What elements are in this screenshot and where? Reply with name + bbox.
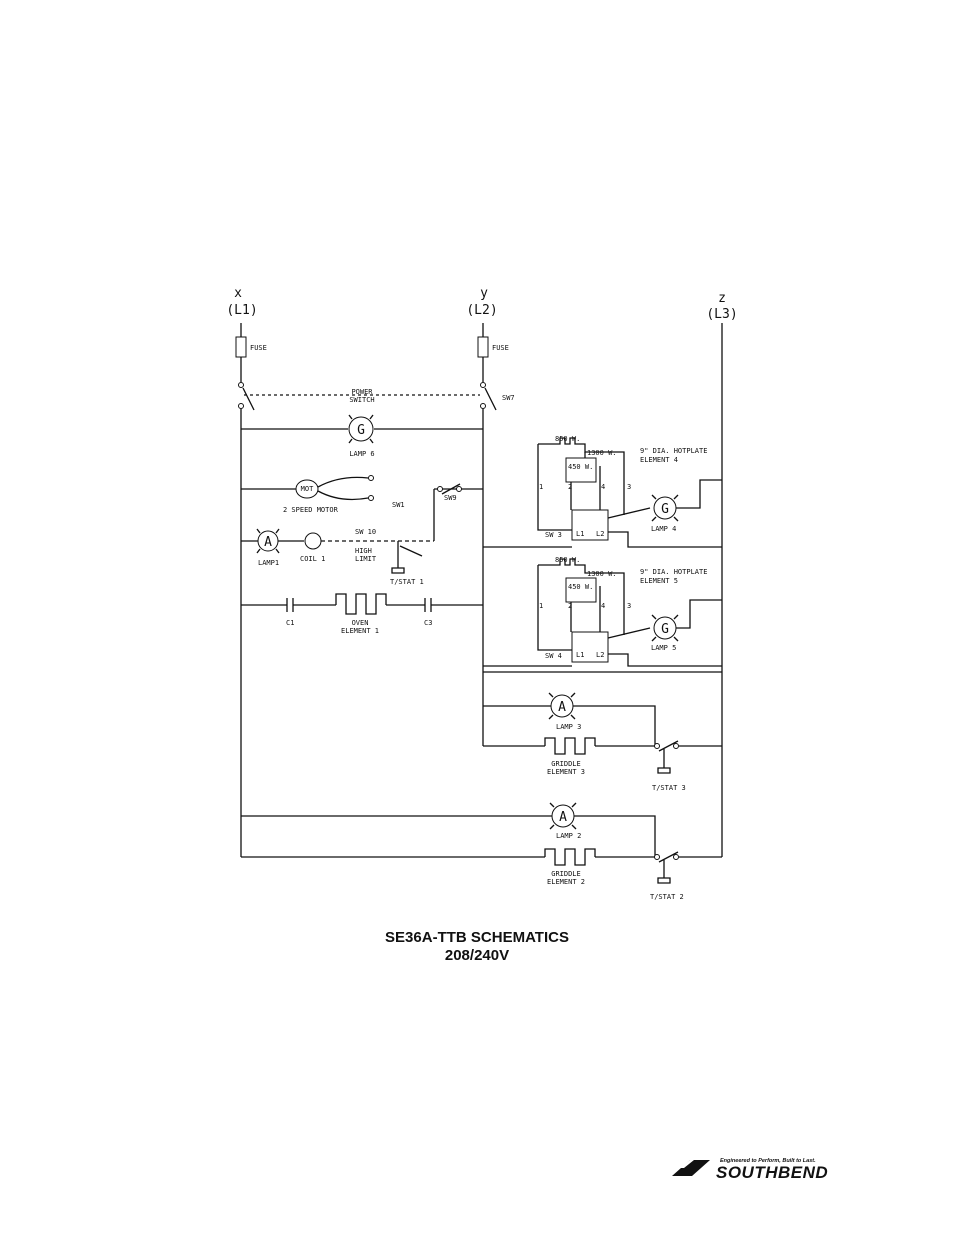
hp4-terminal-2: 2 [568, 483, 572, 491]
lamp-3-glyph: A [558, 700, 566, 715]
brand-tagline: Engineered to Perform, Built to Last. [720, 1158, 816, 1164]
line-y-name: (L2) [466, 303, 497, 318]
griddle-2-circuit [241, 802, 722, 884]
hp5-1300w-label: 1300 W. [587, 570, 617, 578]
line-z-name: (L3) [706, 307, 737, 322]
oven-rung [241, 593, 483, 615]
hp4-450w-label: 450 W. [568, 463, 593, 471]
c3-label: C3 [424, 619, 432, 627]
hp5-terminal-4: 4 [601, 602, 605, 610]
griddle-3-label-1: GRIDDLE [551, 760, 581, 768]
sw4-label: SW 4 [545, 652, 562, 660]
sw7-label: SW7 [502, 394, 515, 402]
oven-label-2: ELEMENT 1 [341, 627, 379, 635]
limit-label: LIMIT [355, 555, 377, 563]
hp5-850w-label: 850 W. [555, 556, 580, 564]
hotplate-4-circuit [483, 437, 722, 548]
hp4-title-2: ELEMENT 4 [640, 456, 678, 464]
southbend-logo-mark [672, 1160, 710, 1176]
lamp-4-glyph: G [661, 502, 669, 517]
hp4-terminal-4: 4 [601, 483, 605, 491]
hp4-1300w-label: 1300 W. [587, 449, 617, 457]
tstat-3-label: T/STAT 3 [652, 784, 686, 792]
fuse-left-label: FUSE [250, 344, 267, 352]
griddle-3-circuit [483, 671, 722, 774]
hp5-450w-label: 450 W. [568, 583, 593, 591]
hp5-title-2: ELEMENT 5 [640, 577, 678, 585]
griddle-2-label-1: GRIDDLE [551, 870, 581, 878]
l1-supply [235, 323, 255, 857]
hp4-title-1: 9" DIA. HOTPLATE [640, 447, 707, 455]
line-y-letter: y [480, 286, 488, 301]
sw4-l2-label: L2 [596, 651, 604, 659]
speed-motor-label: 2 SPEED MOTOR [283, 506, 339, 514]
power-switch-label-1: POWER [351, 388, 373, 396]
lamp-6-rung [241, 414, 483, 444]
lamp-4-label: LAMP 4 [651, 525, 676, 533]
hp4-terminal-3: 3 [627, 483, 631, 491]
hp5-terminal-2: 2 [568, 602, 572, 610]
lamp-1-label: LAMP1 [258, 559, 279, 567]
hotplate-5-circuit [483, 558, 722, 667]
coil-1-label: COIL 1 [300, 555, 325, 563]
c1-label: C1 [286, 619, 294, 627]
hp5-title-1: 9" DIA. HOTPLATE [640, 568, 707, 576]
hp4-terminal-1: 1 [539, 483, 543, 491]
brand-name: SOUTHBEND [716, 1163, 829, 1182]
sw1-label: SW1 [392, 501, 405, 509]
sw3-label: SW 3 [545, 531, 562, 539]
mot-label: MOT [301, 485, 314, 493]
line-z-letter: z [718, 291, 726, 306]
high-label: HIGH [355, 547, 372, 555]
hp5-terminal-1: 1 [539, 602, 543, 610]
oven-label-1: OVEN [352, 619, 369, 627]
lamp-6-glyph: G [357, 423, 365, 438]
sw3-l2-label: L2 [596, 530, 604, 538]
lamp-3-label: LAMP 3 [556, 723, 581, 731]
sw3-l1-label: L1 [576, 530, 584, 538]
lamp-5-label: LAMP 5 [651, 644, 676, 652]
sw4-l1-label: L1 [576, 651, 584, 659]
fuse-right-label: FUSE [492, 344, 509, 352]
motor-rung [241, 475, 483, 541]
power-switch-label-2: SWITCH [349, 396, 374, 404]
lamp-5-glyph: G [661, 622, 669, 637]
line-x-name: (L1) [226, 303, 257, 318]
griddle-2-label-2: ELEMENT 2 [547, 878, 585, 886]
tstat-2-label: T/STAT 2 [650, 893, 684, 901]
lamp-2-label: LAMP 2 [556, 832, 581, 840]
hp5-terminal-3: 3 [627, 602, 631, 610]
sw10-label: SW 10 [355, 528, 376, 536]
l2-supply [477, 323, 497, 746]
sw9-label: SW9 [444, 494, 457, 502]
lamp-2-glyph: A [559, 810, 567, 825]
schematic-title: SE36A-TTB SCHEMATICS [385, 929, 569, 946]
tstat-1-label: T/STAT 1 [390, 578, 424, 586]
hp4-850w-label: 850 W. [555, 435, 580, 443]
lamp-6-label: LAMP 6 [349, 450, 374, 458]
coil-rung [241, 528, 434, 574]
schematic-voltage: 208/240V [444, 947, 510, 964]
griddle-3-label-2: ELEMENT 3 [547, 768, 585, 776]
line-x-letter: x [234, 286, 242, 301]
lamp-1-glyph: A [264, 535, 272, 550]
